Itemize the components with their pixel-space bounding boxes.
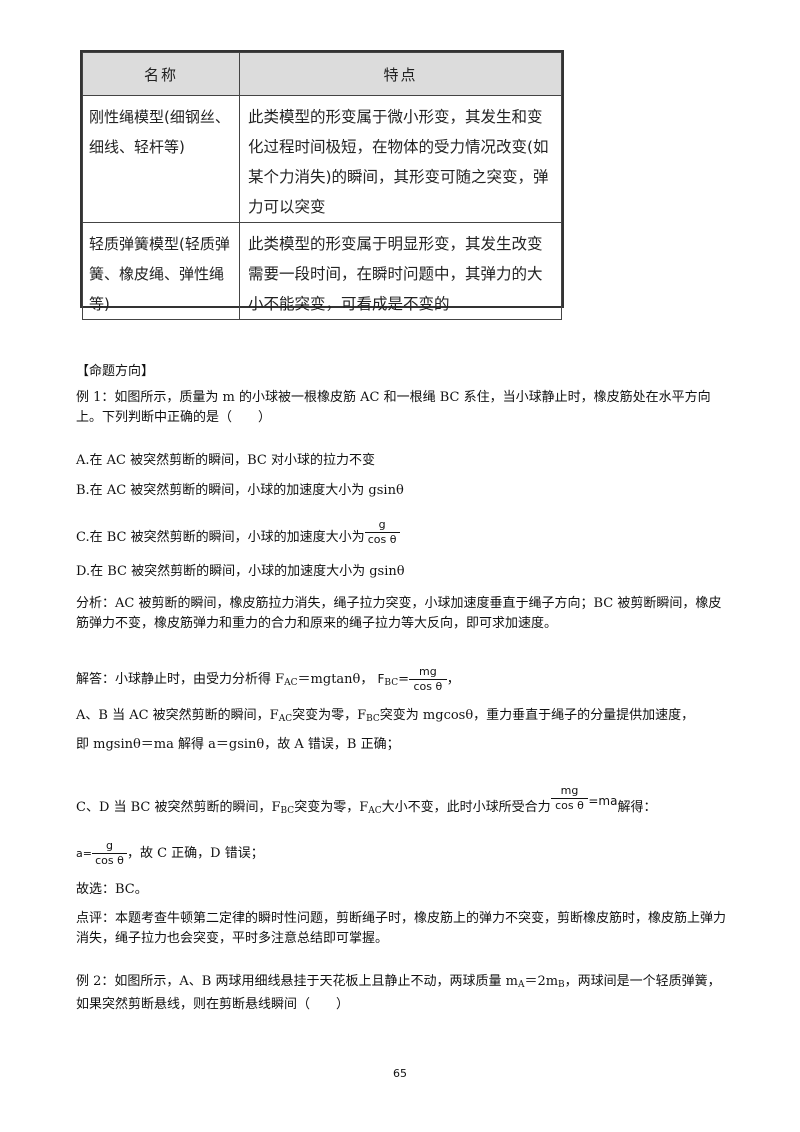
table-row: 刚性绳模型(细钢丝、细线、轻杆等) 此类模型的形变属于微小形变，其发生和变化过程… — [82, 95, 562, 223]
subscript-ac: AC — [368, 806, 382, 816]
ex2-pre: 例 2：如图所示，A、B 两球用细线悬挂于天花板上且静止不动，两球质量 m — [76, 974, 518, 989]
ex2-end: ，两球间是一个轻质弹簧，如果突然剪断悬线，则在剪断悬线瞬间（ ） — [76, 974, 721, 1012]
cd-mid2: 大小不变，此时小球所受合力 — [381, 800, 551, 815]
section-heading: 【命题方向】 — [76, 364, 155, 379]
row-feature: 此类模型的形变属于微小形变，其发生和变化过程时间极短，在物体的受力情况改变(如某… — [239, 95, 562, 223]
header-feature: 特点 — [239, 52, 562, 96]
subscript-ac: AC — [278, 714, 293, 724]
cd-end: 解得： — [617, 800, 657, 815]
option-a: A.在 AC 被突然剪断的瞬间，BC 对小球的拉力不变 — [76, 453, 375, 468]
option-c-text: C.在 BC 被突然剪断的瞬间，小球的加速度大小为 — [76, 530, 365, 545]
example-2-question: 例 2：如图所示，A、B 两球用细线悬挂于天花板上且静止不动，两球质量 mA＝2… — [76, 972, 726, 1015]
a-pre: a= — [76, 847, 92, 860]
example-1-question: 例 1：如图所示，质量为 m 的小球被一根橡皮筋 AC 和一根绳 BC 系住，当… — [76, 390, 711, 425]
table-row: 轻质弹簧模型(轻质弹簧、橡皮绳、弹性绳等) 此类模型的形变属于明显形变，其发生改… — [82, 222, 562, 320]
fraction-numerator: g — [364, 519, 400, 533]
force-symbol: F — [377, 672, 385, 686]
fraction-numerator: g — [91, 840, 127, 854]
equals-sign: = — [398, 672, 409, 687]
ab-end: 突变为 mgcosθ，重力垂直于绳子的分量提供加速度， — [379, 708, 695, 723]
fraction-denominator: cos θ — [95, 854, 124, 867]
cd-pre: C、D 当 BC 被突然剪断的瞬间，F — [76, 800, 281, 815]
answer-end: ， — [446, 672, 460, 687]
ab-line-1: A、B 当 AC 被突然剪断的瞬间，FAC突变为零，FBC突变为 mgcosθ，… — [76, 706, 694, 729]
final-choice: 故选：BC。 — [76, 882, 148, 897]
row-name: 轻质弹簧模型(轻质弹簧、橡皮绳、弹性绳等) — [82, 222, 240, 320]
fraction-denominator: cos θ — [413, 680, 443, 693]
answer-pre: 解答：小球静止时，由受力分析得 F — [76, 672, 285, 687]
option-b: B.在 AC 被突然剪断的瞬间，小球的加速度大小为 gsinθ — [76, 483, 404, 498]
header-name: 名称 — [82, 52, 240, 96]
a-end: ，故 C 正确，D 错误； — [126, 846, 264, 861]
subscript-bc: BC — [366, 714, 380, 724]
subscript-bc: BC — [280, 806, 295, 816]
row-feature: 此类模型的形变属于明显形变，其发生改变需要一段时间，在瞬时问题中，其弹力的大小不… — [239, 222, 562, 320]
ab-mid: 突变为零，F — [292, 708, 367, 723]
comment-text: 点评：本题考查牛顿第二定律的瞬时性问题，剪断绳子时，橡皮筋上的弹力不突变，剪断橡… — [76, 911, 727, 946]
answer-mid: ＝mgtanθ， — [297, 672, 374, 687]
row-name: 刚性绳模型(细钢丝、细线、轻杆等) — [82, 95, 240, 223]
ab-pre: A、B 当 AC 被突然剪断的瞬间，F — [76, 708, 279, 723]
page-number: 65 — [393, 1067, 407, 1080]
fraction-denominator: cos θ — [555, 799, 584, 812]
table-header-row: 名称 特点 — [82, 52, 562, 96]
ab-line-2: 即 mgsinθ＝ma 解得 a＝gsinθ，故 A 错误，B 正确； — [76, 737, 400, 752]
cd-line: C、D 当 BC 被突然剪断的瞬间，FBC突变为零，FAC大小不变，此时小球所受… — [76, 785, 656, 821]
subscript-bc: BC — [384, 678, 399, 688]
subscript-b: B — [558, 980, 565, 990]
fraction-numerator: mg — [409, 666, 447, 680]
fraction-numerator: mg — [550, 785, 589, 799]
feature-table: 名称 特点 刚性绳模型(细钢丝、细线、轻杆等) 此类模型的形变属于微小形变，其发… — [80, 50, 564, 320]
fraction-denominator: cos θ — [367, 533, 397, 546]
subscript-ac: AC — [284, 678, 298, 688]
subscript-a: A — [517, 980, 525, 990]
option-d: D.在 BC 被突然剪断的瞬间，小球的加速度大小为 gsinθ — [76, 564, 405, 579]
cd-mid: 突变为零，F — [294, 800, 369, 815]
ex2-mid: ＝2m — [524, 974, 559, 989]
model-table: 名称 特点 刚性绳模型(细钢丝、细线、轻杆等) 此类模型的形变属于微小形变，其发… — [82, 52, 562, 320]
cd-eq: =ma — [588, 794, 618, 808]
analysis-text: 分析：AC 被剪断的瞬间，橡皮筋拉力消失，绳子拉力突变，小球加速度垂直于绳子方向… — [76, 596, 722, 631]
